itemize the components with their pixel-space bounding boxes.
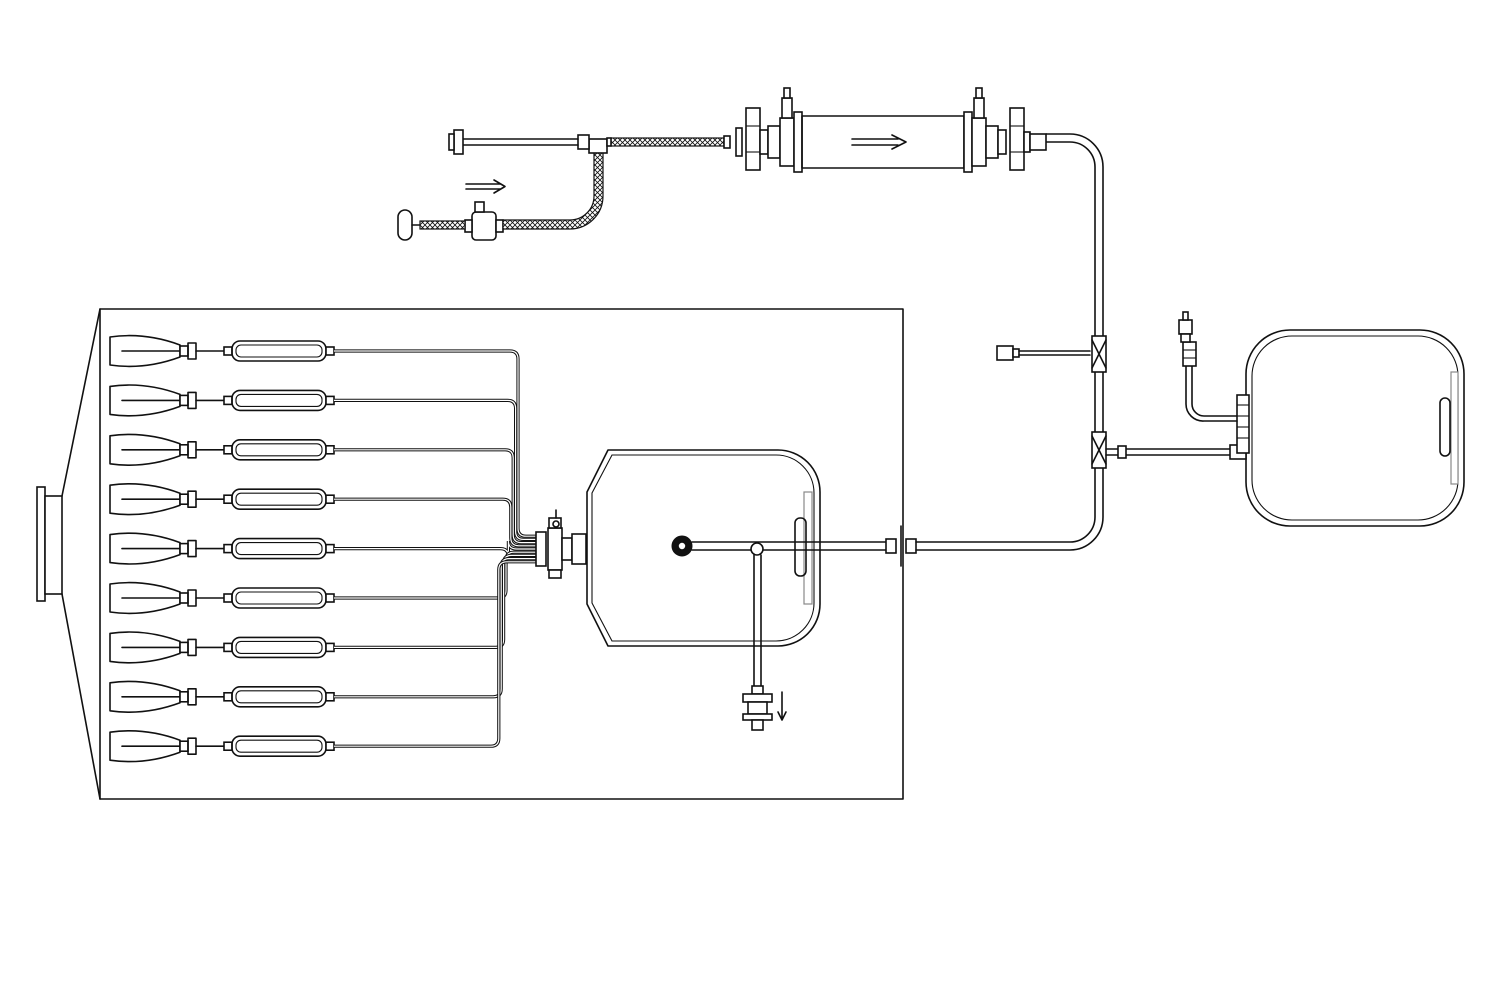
- bottle-row: [109, 384, 335, 417]
- inline-filter: [223, 438, 335, 461]
- receiving-bag: [1182, 329, 1465, 527]
- bottle: [109, 334, 181, 368]
- inlet-hood: [36, 486, 63, 602]
- inline-filter: [223, 685, 335, 708]
- manifold-block: [535, 509, 587, 579]
- bottle: [109, 581, 181, 615]
- collection-bag: [586, 449, 887, 687]
- bottle: [109, 483, 181, 516]
- bottle-row: [109, 334, 335, 368]
- bottle-row: [109, 680, 335, 713]
- inline-filter: [223, 537, 335, 560]
- tube: [334, 349, 536, 538]
- cabinet-enclosure: [61, 308, 904, 800]
- wall-fitting: [885, 525, 917, 567]
- sterilizing-filter-housing: [767, 87, 999, 173]
- drain-filter: [742, 685, 773, 731]
- bottle-row: [109, 581, 335, 615]
- bottle: [109, 532, 181, 565]
- bottle: [109, 631, 181, 664]
- flow-arrow: [465, 179, 506, 194]
- bottle: [109, 680, 181, 713]
- tee-fitting: [1091, 431, 1231, 469]
- tube: [334, 398, 536, 541]
- vent-valve: [1178, 311, 1193, 343]
- inline-filter: [223, 735, 335, 758]
- tube: [334, 497, 536, 548]
- bottle-row: [109, 532, 335, 565]
- bottle-row: [109, 730, 335, 763]
- bottle: [109, 384, 181, 417]
- inline-capsule-filter: [464, 201, 504, 241]
- tri-clamp-valve: [997, 107, 1047, 171]
- flow-arrow: [851, 134, 907, 150]
- inline-filter: [223, 389, 335, 412]
- transfer-line: [915, 133, 1104, 551]
- inlet-tee: [448, 129, 731, 155]
- bottle: [109, 730, 181, 763]
- tube: [334, 448, 536, 545]
- bottle-row: [109, 483, 335, 516]
- bottle: [109, 433, 181, 466]
- inline-filter: [223, 587, 335, 609]
- flow-arrow: [777, 691, 787, 721]
- inline-filter: [223, 636, 335, 659]
- bottle-row: [109, 631, 335, 664]
- inlet-connector: [397, 209, 421, 241]
- bottle-rows: [109, 334, 335, 763]
- sample-port: [996, 335, 1107, 373]
- bottle-row: [109, 433, 335, 466]
- inline-filter: [223, 340, 335, 362]
- inline-filter: [223, 488, 335, 511]
- tri-clamp-valve: [735, 107, 769, 171]
- manifold-tubing: [334, 349, 536, 748]
